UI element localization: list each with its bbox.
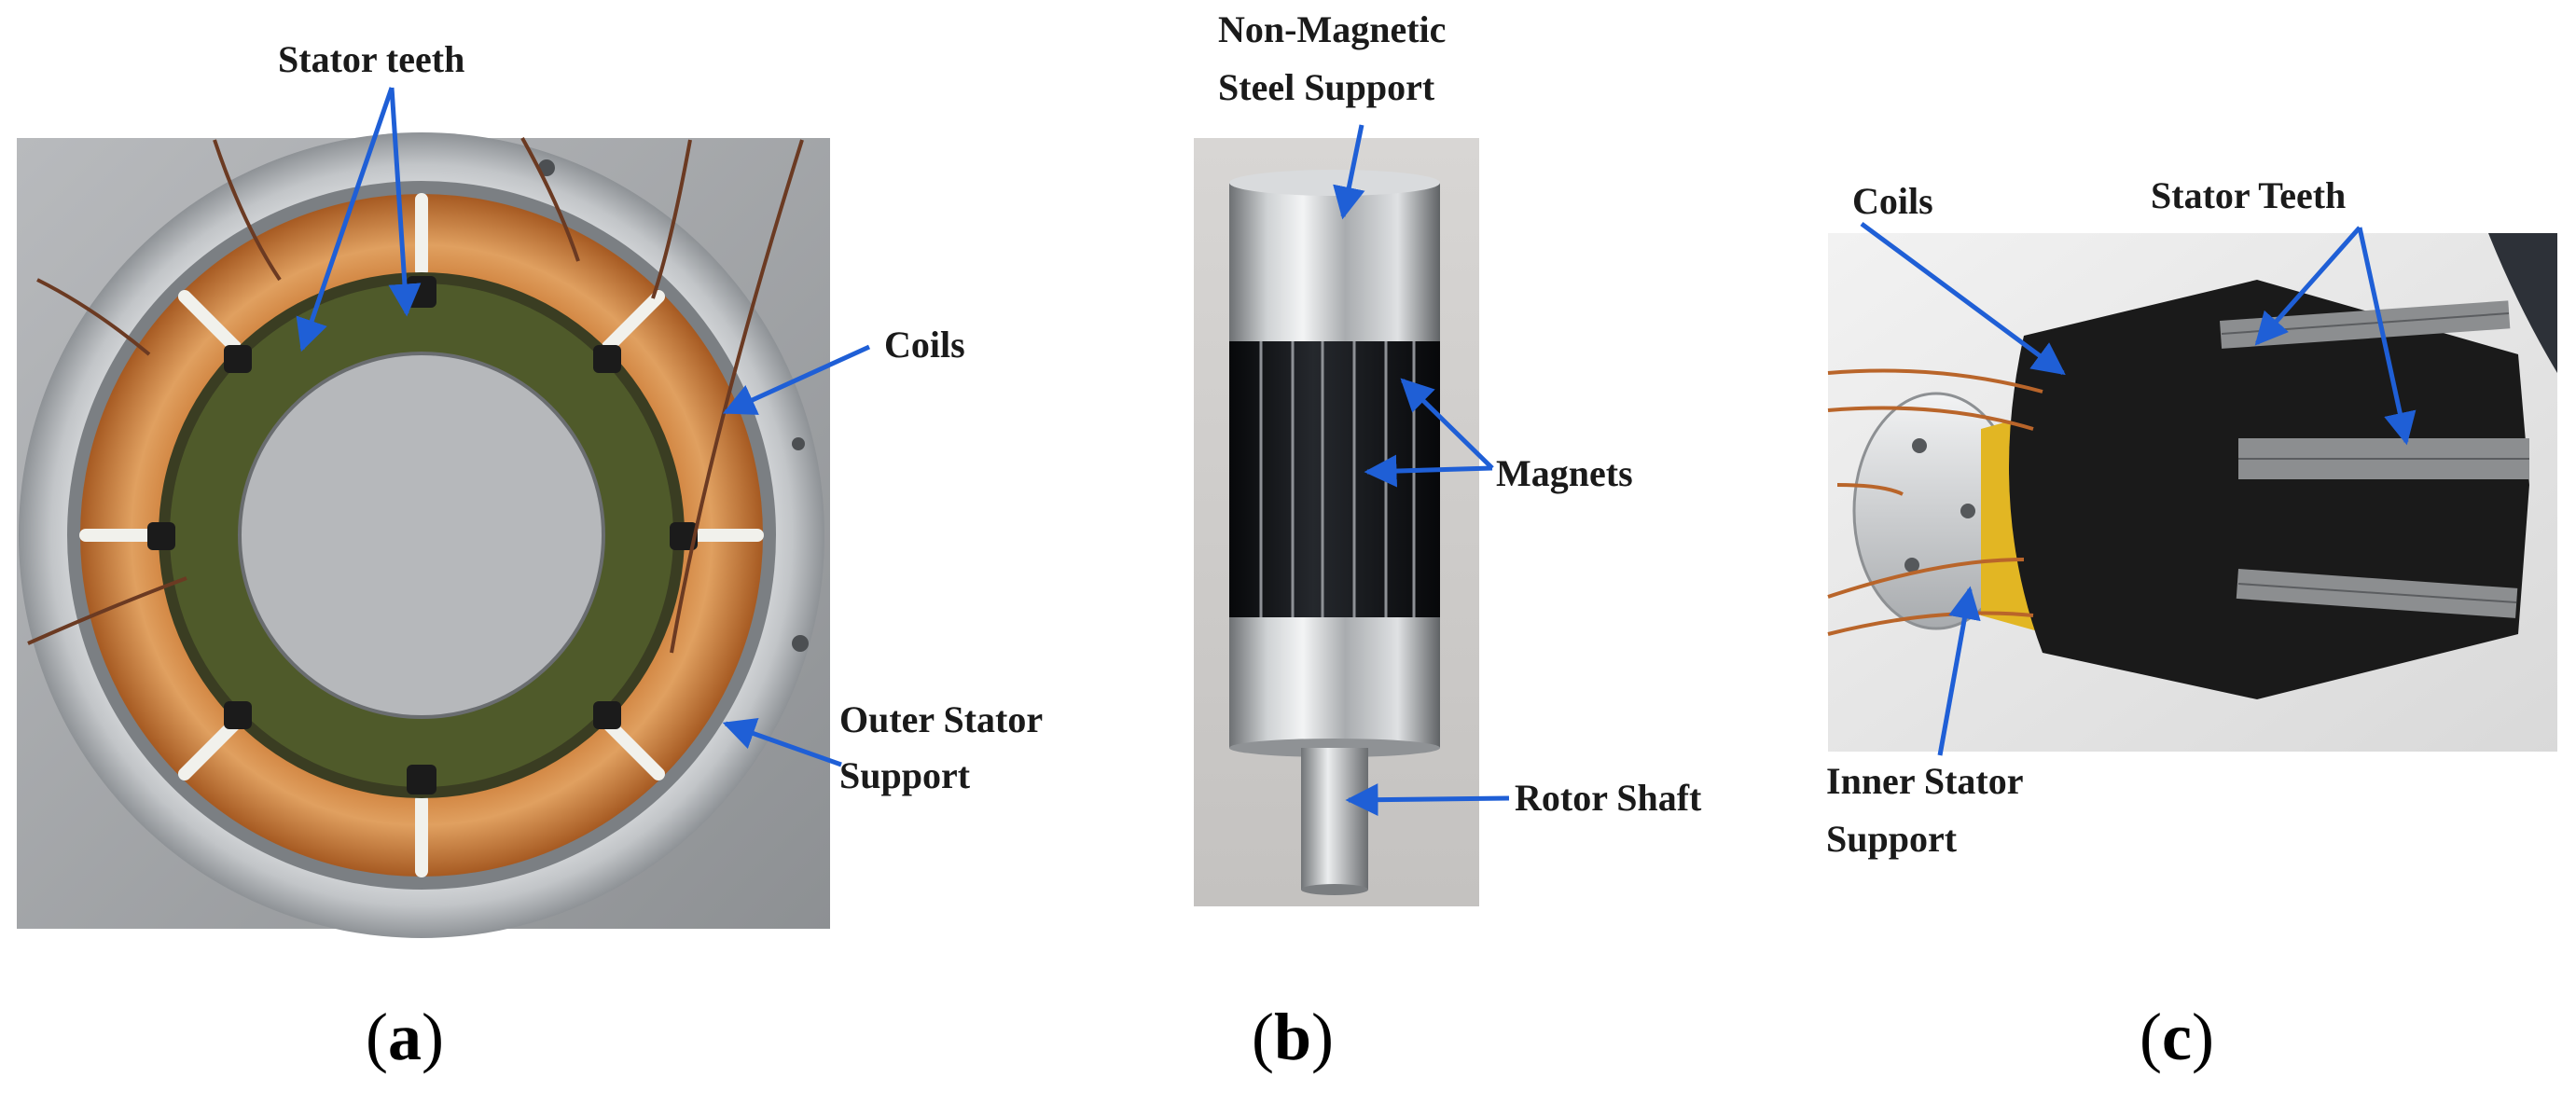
arrow-inner-support [1937, 586, 1981, 756]
arrow-stator-teeth-c2 [2357, 227, 2417, 446]
arrow-stator-teeth-1 [296, 87, 395, 352]
arrow-stator-teeth-2 [388, 87, 422, 317]
label-stator-teeth-a: Stator teeth [278, 38, 465, 80]
arrow-magnets-1 [1400, 378, 1494, 470]
panel-label-a: (a) [366, 1000, 444, 1074]
panel-label-c: (c) [2140, 1000, 2214, 1074]
rotor-photo [1194, 138, 1479, 906]
inner-stator-photo [1827, 233, 2557, 752]
panel-label-b: (b) [1252, 1000, 1335, 1074]
label-inner-support-line1: Inner Stator [1826, 760, 2024, 802]
label-stator-teeth-c: Stator Teeth [2151, 174, 2347, 216]
label-rotor-shaft: Rotor Shaft [1515, 777, 1702, 819]
arrow-coils-c [1860, 221, 2066, 376]
label-steel-support-line2: Steel Support [1218, 66, 1435, 108]
arrow-stator-teeth-c1 [2254, 226, 2361, 346]
arrow-coils-a [722, 344, 871, 415]
label-inner-support-line2: Support [1826, 818, 1958, 860]
label-coils-c: Coils [1852, 180, 1933, 222]
label-outer-support-line1: Outer Stator [839, 698, 1044, 740]
arrow-magnets-2 [1364, 454, 1493, 488]
label-coils-a: Coils [884, 324, 965, 366]
arrow-rotor-shaft [1345, 783, 1510, 817]
label-steel-support-line1: Non-Magnetic [1218, 8, 1447, 50]
label-magnets: Magnets [1496, 452, 1633, 494]
arrow-annotations [296, 87, 2417, 817]
stator-photo [17, 132, 830, 938]
label-outer-support-line2: Support [839, 754, 971, 796]
arrow-steel-support [1333, 124, 1365, 220]
arrow-outer-support [722, 718, 842, 767]
